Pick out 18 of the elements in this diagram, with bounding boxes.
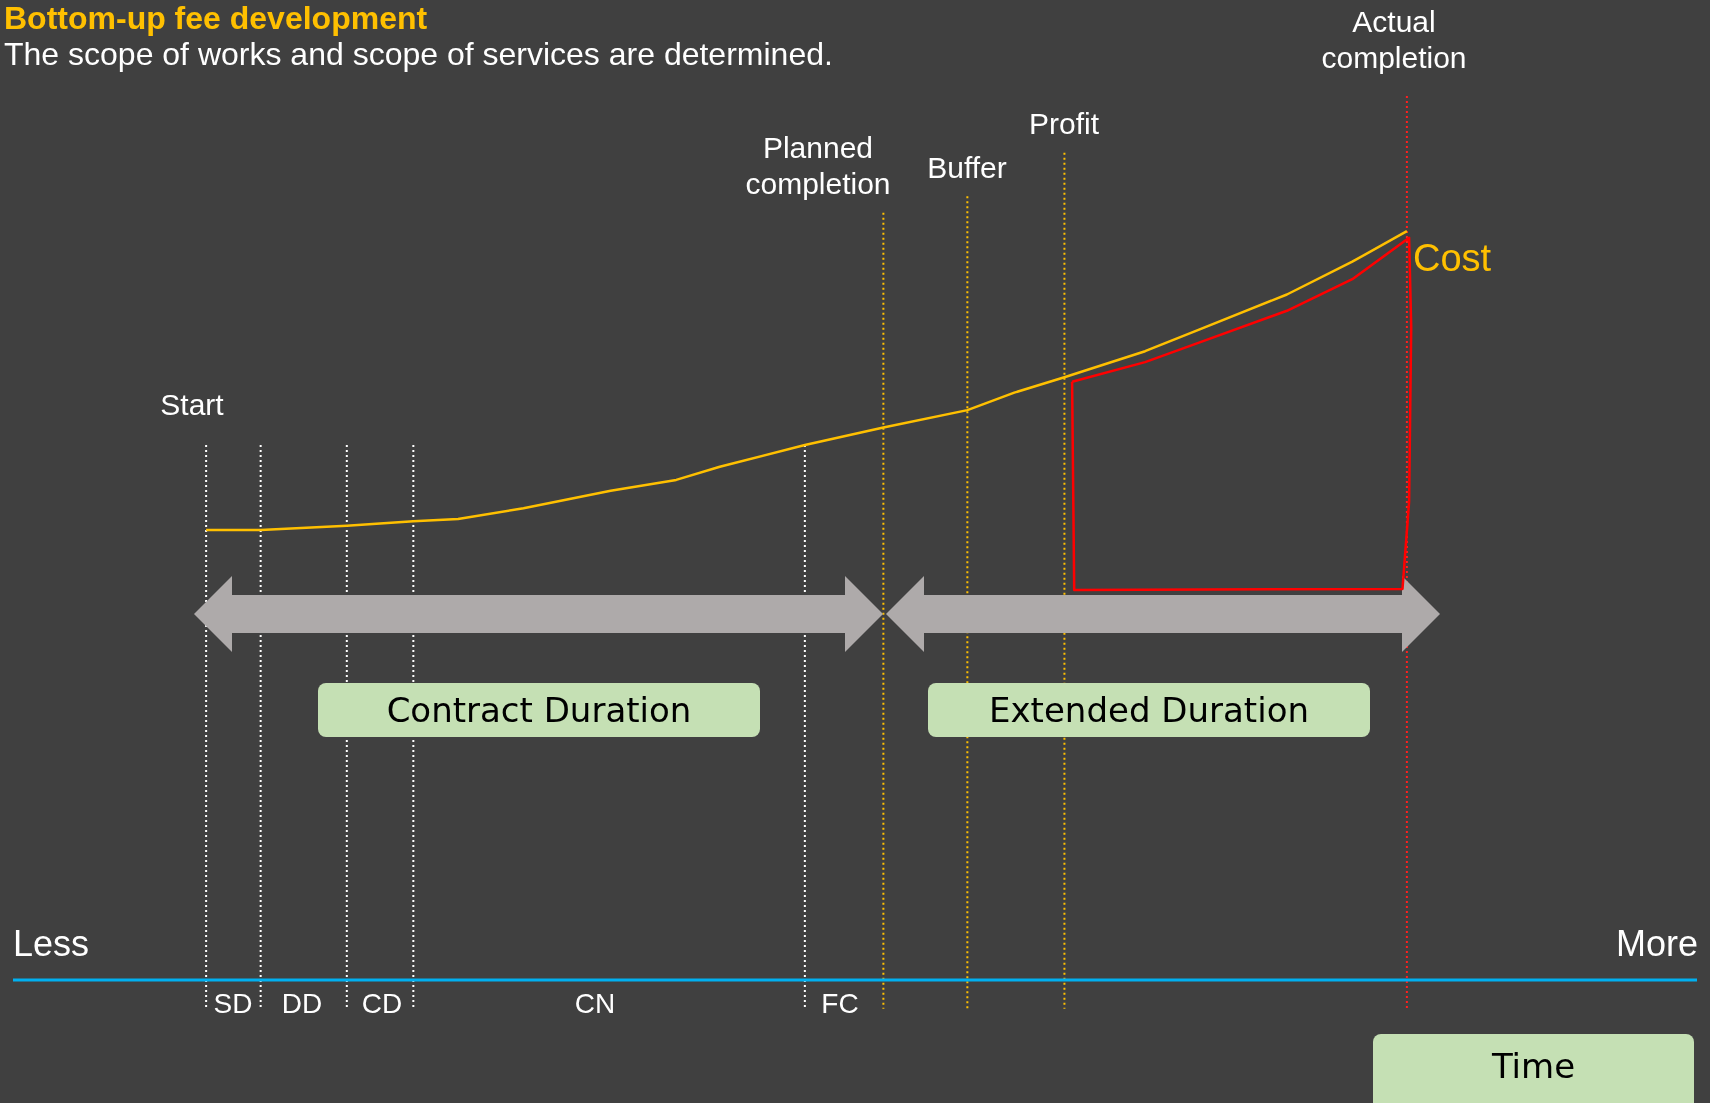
- milestone-label: Start: [160, 387, 224, 423]
- axis-end-label: More: [1615, 926, 1698, 962]
- axis-end-label: Less: [13, 926, 90, 962]
- milestone-label: Actual completion: [1320, 4, 1468, 76]
- axis-label-box: Time: [1373, 1034, 1694, 1103]
- phase-label: FC: [821, 987, 859, 1021]
- duration-box: Contract Duration: [318, 683, 760, 737]
- phase-label: DD: [281, 987, 323, 1021]
- milestone-label: Planned completion: [744, 130, 892, 202]
- phase-label: CD: [361, 987, 403, 1021]
- milestone-label: Buffer: [927, 150, 1007, 186]
- curve-label: Cost: [1413, 240, 1492, 276]
- subtitle: The scope of works and scope of services are determined.: [4, 36, 833, 72]
- title: Bottom-up fee development: [4, 0, 428, 36]
- phase-label: SD: [213, 987, 253, 1021]
- duration-box: Extended Duration: [928, 683, 1370, 737]
- phase-label: CN: [574, 987, 616, 1021]
- milestone-label: Profit: [1029, 106, 1099, 142]
